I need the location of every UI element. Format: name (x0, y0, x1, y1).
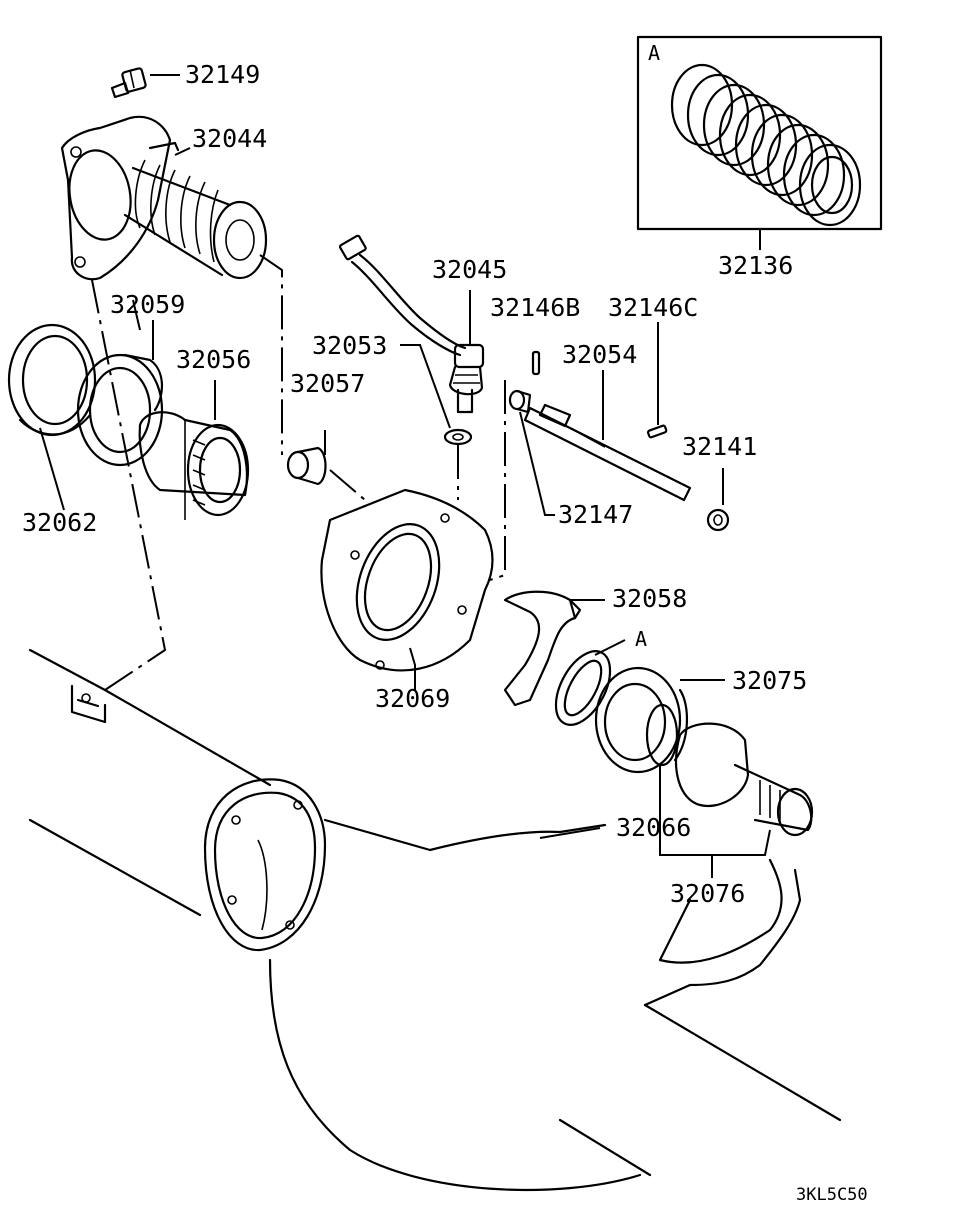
part-32076-axle-shaft (659, 722, 814, 878)
part-labels: 32149 32044 32045 32146B 32146C 32059 32… (22, 60, 868, 1205)
inset-marker: A (648, 41, 660, 65)
label-32146B: 32146B (490, 293, 580, 322)
axle-housing (28, 648, 842, 1192)
part-32069-case (320, 488, 494, 690)
label-32069: 32069 (375, 684, 450, 713)
label-32044: 32044 (192, 124, 267, 153)
part-32058-shift-fork (503, 590, 605, 707)
part-32062-oil-seal (7, 323, 97, 511)
part-A-ring (554, 639, 626, 726)
label-32066: 32066 (616, 813, 691, 842)
part-32066-sleeve (539, 703, 679, 839)
label-32136: 32136 (718, 251, 793, 280)
part-32045-sensor (338, 234, 485, 414)
part-32146B-pin (531, 350, 541, 376)
label-32076: 32076 (670, 879, 745, 908)
part-32054-shaft (523, 370, 692, 502)
label-32062: 32062 (22, 508, 97, 537)
part-32056-bearing (138, 380, 250, 520)
label-32057: 32057 (290, 369, 365, 398)
part-32146C-pin (646, 322, 668, 439)
assembly-guide-lines (91, 254, 506, 691)
part-32059-bearing-ring (76, 320, 164, 467)
label-32075: 32075 (732, 666, 807, 695)
label-32056: 32056 (176, 345, 251, 374)
part-32057-bushing (286, 430, 327, 486)
part-32053-washer (400, 344, 473, 446)
label-32058: 32058 (612, 584, 687, 613)
label-32059: 32059 (110, 290, 185, 319)
part-32149-breather-bolt (110, 67, 180, 99)
label-32053: 32053 (312, 331, 387, 360)
callout-marker: A (635, 627, 647, 651)
part-32147-plug (508, 389, 555, 516)
figure-code: 3KL5C50 (796, 1185, 868, 1205)
label-32141: 32141 (682, 432, 757, 461)
part-32136-spring-stack (670, 63, 862, 227)
label-32054: 32054 (562, 340, 637, 369)
inset-A-frame: A (636, 35, 883, 250)
label-32146C: 32146C (608, 293, 698, 322)
label-32147: 32147 (558, 500, 633, 529)
part-32141-nut (706, 468, 730, 532)
part-32044-end-cover (60, 115, 268, 281)
part-32075-clutch-ring (594, 666, 725, 774)
label-32149: 32149 (185, 60, 260, 89)
label-32045: 32045 (432, 255, 507, 284)
